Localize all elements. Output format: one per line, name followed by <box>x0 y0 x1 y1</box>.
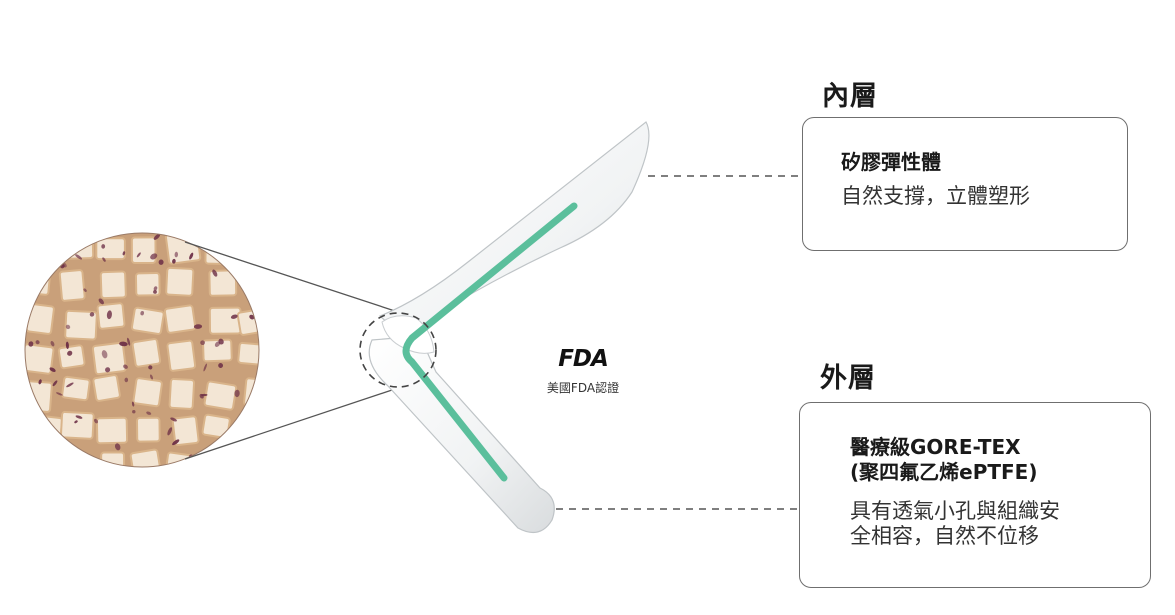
outer-layer-heading: 外層 <box>820 363 876 394</box>
implant-core-line <box>402 202 578 482</box>
outer-layer-description-line: 具有透氣小孔與組織安 <box>850 499 1060 523</box>
outer-layer-title-line: 醫療級GORE-TEX <box>850 435 1021 459</box>
implant-body <box>368 121 650 534</box>
outer-layer-description-line: 全相容，自然不位移 <box>850 524 1039 548</box>
inner-layer-description: 自然支撐，立體塑形 <box>841 184 1030 208</box>
fda-caption: 美國FDA認證 <box>546 381 620 395</box>
fda-badge: FDA 美國FDA認證 <box>528 345 638 396</box>
outer-layer-title-line: (聚四氟乙烯ePTFE) <box>850 460 1038 484</box>
inner-layer-title: 矽膠彈性體 <box>841 150 941 174</box>
fda-logo: FDA <box>558 346 609 372</box>
outer-layer-description: 具有透氣小孔與組織安 全相容，自然不位移 <box>850 499 1150 549</box>
magnifier-lines <box>184 241 399 460</box>
magnified-region-outline <box>359 312 437 388</box>
inner-layer-box: 矽膠彈性體 自然支撐，立體塑形 <box>802 117 1128 251</box>
tissue-magnification <box>24 232 260 468</box>
inner-layer-heading: 內層 <box>822 81 878 112</box>
outer-layer-title: 醫療級GORE-TEX (聚四氟乙烯ePTFE) <box>850 435 1150 485</box>
outer-layer-box: 醫療級GORE-TEX (聚四氟乙烯ePTFE) 具有透氣小孔與組織安 全相容，… <box>799 402 1151 588</box>
